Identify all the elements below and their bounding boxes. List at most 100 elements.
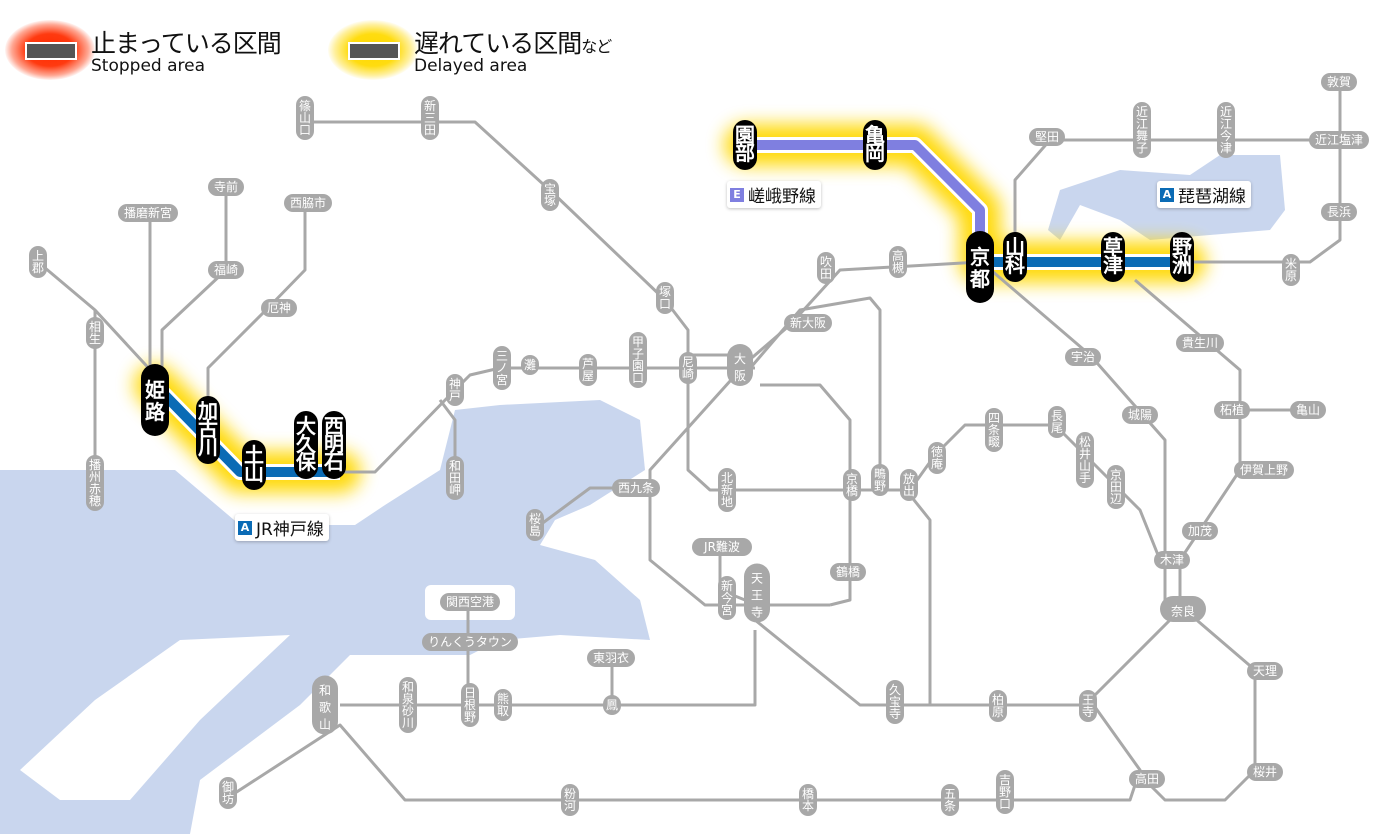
station-jrnamba[interactable]: JR難波: [692, 538, 752, 556]
station-takatsuki[interactable]: 高槻: [889, 246, 907, 278]
station-name: 上郡: [32, 249, 44, 275]
line-label-sagano[interactable]: E 嵯峨野線: [727, 181, 821, 208]
station-pill: [1101, 232, 1125, 282]
line-label-kobe[interactable]: A JR神戸線: [235, 514, 329, 541]
affected-station-tsuchiyama[interactable]: 土山: [242, 440, 266, 490]
station-sasayamaguchi[interactable]: 篠山口: [296, 96, 314, 140]
line-badge-icon: A: [1160, 187, 1174, 202]
station-sakurajima[interactable]: 桜島: [526, 509, 544, 541]
station-kamo[interactable]: 加茂: [1182, 522, 1218, 540]
affected-station-okubo[interactable]: 大久保: [294, 411, 318, 479]
station-kamigori[interactable]: 上郡: [29, 246, 47, 278]
station-sakurai[interactable]: 桜井: [1247, 763, 1283, 781]
affected-station-sonobe[interactable]: 園部: [733, 120, 757, 170]
station-matsuiyamate[interactable]: 松井山手: [1076, 432, 1094, 488]
station-osaka[interactable]: 大阪: [727, 344, 753, 386]
station-hineno[interactable]: 日根野: [461, 683, 479, 727]
affected-station-nishiakashi[interactable]: 西明石: [322, 411, 346, 479]
station-name: 相生: [89, 320, 101, 346]
station-higashihagoromo[interactable]: 東羽衣: [587, 649, 635, 667]
station-nishikujo[interactable]: 西九条: [612, 479, 660, 497]
affected-station-kyoto[interactable]: 京都: [966, 231, 994, 303]
station-nara[interactable]: 奈良: [1160, 596, 1206, 622]
station-uji[interactable]: 宇治: [1065, 348, 1101, 366]
affected-station-kameoka[interactable]: 亀岡: [863, 120, 887, 170]
station-tenri[interactable]: 天理: [1247, 662, 1283, 680]
station-ashiya[interactable]: 芦屋: [579, 354, 597, 386]
station-takada[interactable]: 高田: [1129, 770, 1165, 788]
affected-station-kakogawa[interactable]: 加古川: [196, 396, 220, 464]
station-tennoji[interactable]: 天王寺: [744, 563, 770, 623]
station-kizu[interactable]: 木津: [1154, 551, 1190, 569]
station-kokawa[interactable]: 粉河: [561, 784, 579, 816]
station-pill: [493, 346, 511, 390]
station-hanaten[interactable]: 放出: [900, 469, 918, 501]
station-tokuan[interactable]: 徳庵: [928, 442, 946, 474]
station-name: 園部: [735, 123, 755, 165]
station-shijonawate[interactable]: 四条畷: [985, 408, 1003, 452]
station-kashiwara[interactable]: 柏原: [989, 690, 1007, 722]
station-kobe[interactable]: 神戸: [446, 374, 464, 406]
station-amagasaki[interactable]: 尼崎: [679, 352, 697, 384]
line-label-biwako[interactable]: A 琵琶湖線: [1157, 181, 1251, 208]
station-shinimamiya[interactable]: 新今宮: [718, 576, 736, 620]
station-kyotanabe[interactable]: 京田辺: [1107, 465, 1125, 509]
station-kameyama[interactable]: 亀山: [1290, 401, 1326, 419]
station-kansaiairport[interactable]: 関西空港: [440, 593, 500, 611]
station-joyo[interactable]: 城陽: [1122, 406, 1158, 424]
station-kitashinchi[interactable]: 北新地: [718, 468, 736, 512]
station-koshienguchi[interactable]: 甲子園口: [629, 332, 647, 388]
station-oji[interactable]: 王寺: [1079, 690, 1097, 722]
station-omishiotsu[interactable]: 近江塩津: [1309, 131, 1369, 149]
affected-station-yasu[interactable]: 野洲: [1170, 232, 1194, 282]
affected-station-yamashina[interactable]: 山科: [1003, 232, 1027, 282]
station-aioi[interactable]: 相生: [86, 317, 104, 349]
station-kumatori[interactable]: 熊取: [494, 689, 512, 721]
station-izumisunagawa[interactable]: 和泉砂川: [399, 677, 417, 733]
station-shinosaka[interactable]: 新大阪: [784, 314, 832, 332]
affected-station-kusatsu[interactable]: 草津: [1101, 232, 1125, 282]
station-hashimoto[interactable]: 橋本: [799, 784, 817, 816]
station-name: 米原: [1285, 257, 1297, 283]
station-shigino[interactable]: 鴫野: [871, 464, 889, 496]
station-omiimazu[interactable]: 近江今津: [1217, 102, 1235, 158]
station-takarazuka[interactable]: 宝塚: [541, 179, 559, 211]
station-kyobashi[interactable]: 京橋: [843, 469, 861, 501]
station-nagahama[interactable]: 長浜: [1321, 203, 1357, 221]
station-wadamisaki[interactable]: 和田岬: [446, 456, 464, 500]
station-suita[interactable]: 吹田: [817, 252, 835, 284]
affected-station-himeji[interactable]: 姫路: [141, 364, 169, 436]
station-name: 神戸: [449, 377, 461, 403]
station-wakayama[interactable]: 和歌山: [312, 675, 338, 735]
station-nagao[interactable]: 長尾: [1048, 406, 1066, 438]
station-shinsanda[interactable]: 新三田: [421, 96, 439, 140]
station-otori[interactable]: 鳳: [603, 695, 621, 715]
station-banshuako[interactable]: 播州赤穂: [86, 455, 104, 511]
station-name: 京都: [969, 245, 990, 291]
station-name: 新今宮: [721, 578, 733, 617]
station-maibara[interactable]: 米原: [1282, 254, 1300, 286]
station-tsukaguchi[interactable]: 塚口: [656, 282, 674, 314]
station-tsuruhashi[interactable]: 鶴橋: [830, 563, 866, 581]
station-yoshinoguchi[interactable]: 吉野口: [996, 770, 1014, 814]
station-katata[interactable]: 堅田: [1029, 128, 1065, 146]
station-rinkutown[interactable]: りんくうタウン: [422, 633, 518, 651]
station-yakujin[interactable]: 厄神: [261, 299, 297, 317]
station-harimashingu[interactable]: 播磨新宮: [118, 204, 178, 222]
station-gobo[interactable]: 御坊: [219, 777, 237, 809]
station-tsuge[interactable]: 柘植: [1214, 401, 1250, 419]
station-omimaiko[interactable]: 近江舞子: [1133, 102, 1151, 158]
station-sannomiya[interactable]: 三ノ宮: [493, 346, 511, 390]
station-tsuruga[interactable]: 敦賀: [1321, 73, 1357, 91]
station-pill: [1182, 522, 1218, 540]
station-teramae[interactable]: 寺前: [208, 178, 244, 196]
station-kyuhoji[interactable]: 久宝寺: [886, 680, 904, 724]
station-pill: [784, 314, 832, 332]
station-fukusaki[interactable]: 福崎: [208, 261, 244, 279]
station-nishiwakishi[interactable]: 西脇市: [284, 194, 332, 212]
station-nada[interactable]: 灘: [521, 355, 539, 375]
station-kusatsu_line_kibukawa[interactable]: 貴生川: [1176, 334, 1224, 352]
station-igaueno[interactable]: 伊賀上野: [1234, 461, 1294, 479]
station-gojo[interactable]: 五条: [941, 784, 959, 816]
station-pill: [871, 464, 889, 496]
